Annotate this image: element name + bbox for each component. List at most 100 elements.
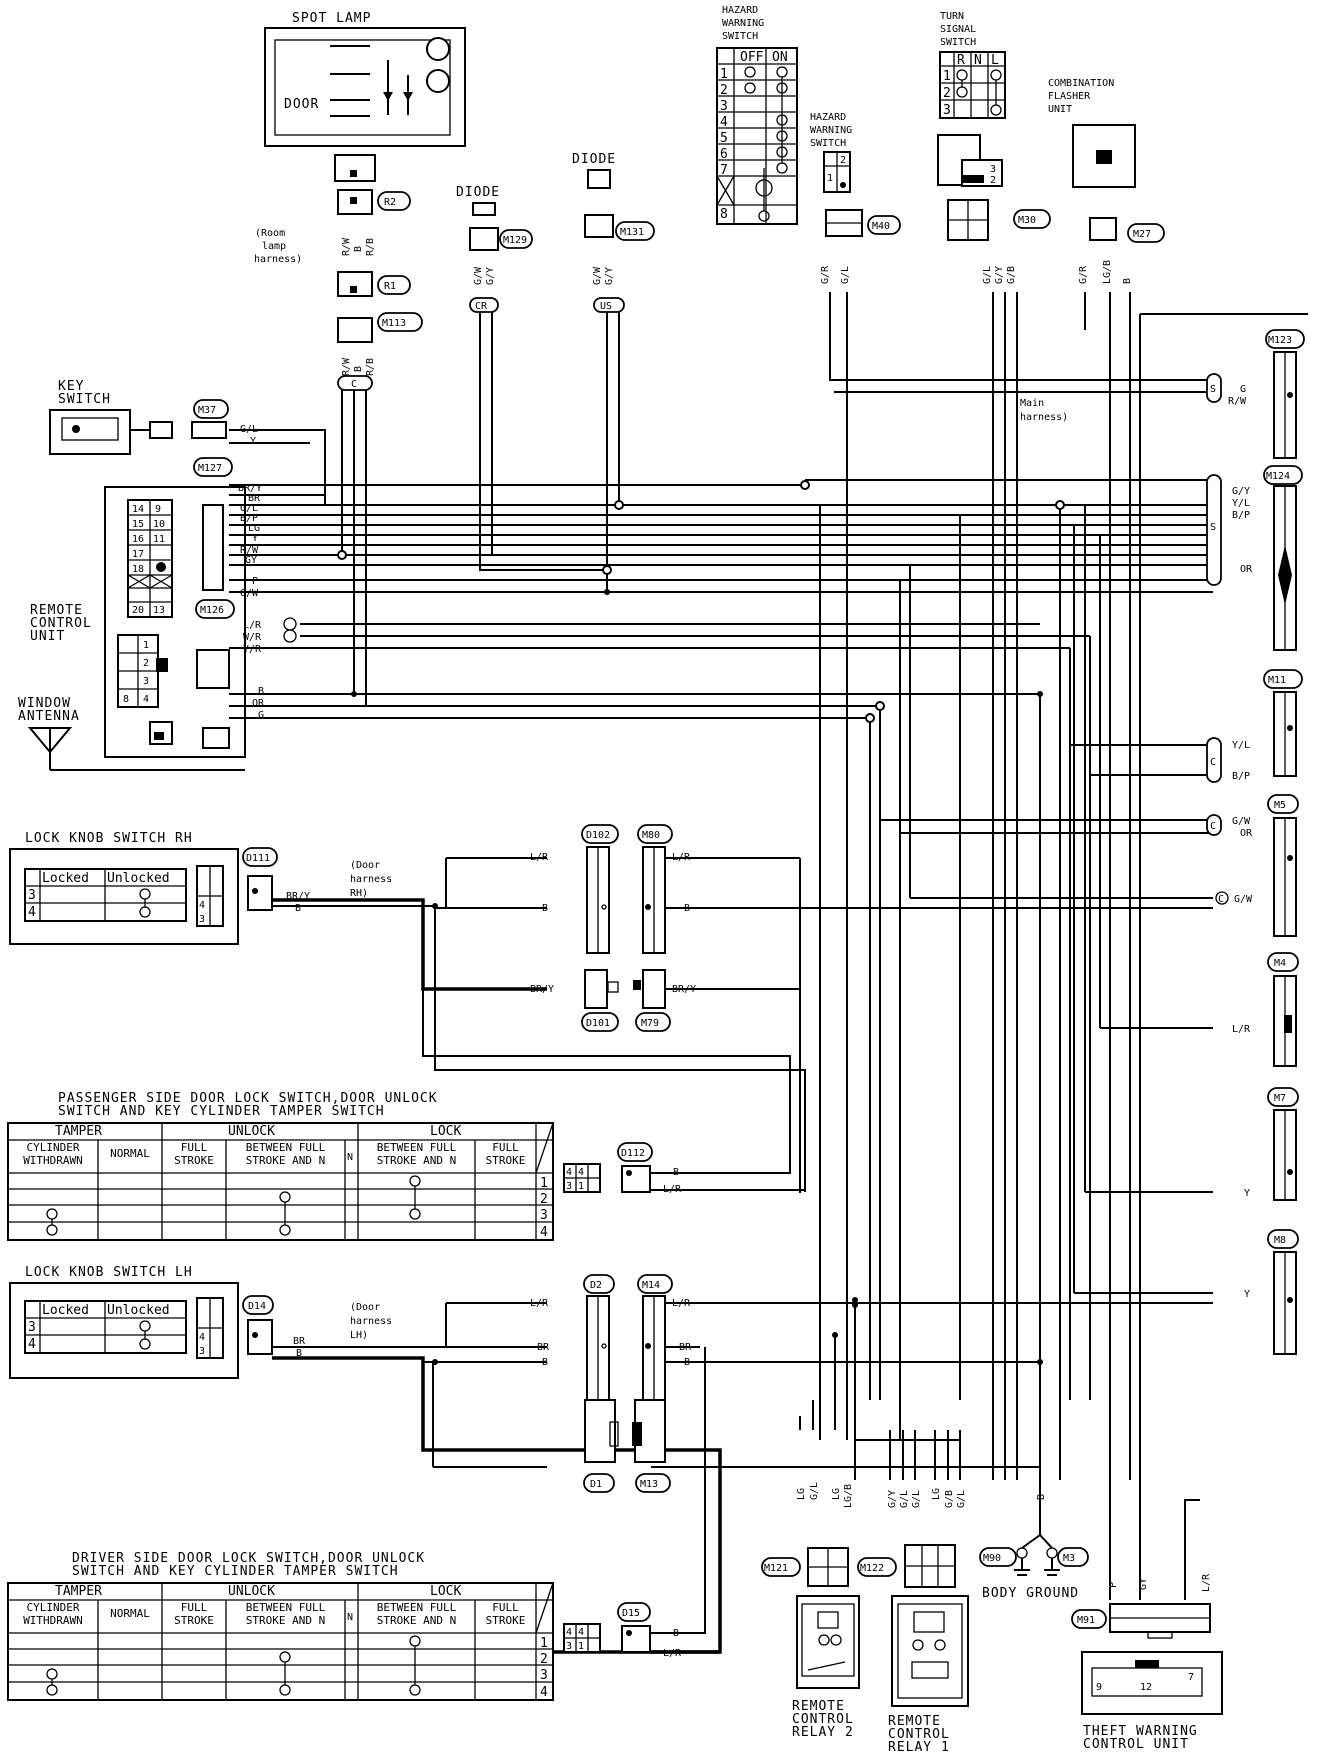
table-subheader: BETWEEN FULL STROKE AND N — [376, 1601, 457, 1627]
connector-d1-label: D1 — [590, 1479, 602, 1490]
junction-label: C — [351, 379, 357, 390]
pin-number: 14 — [132, 504, 144, 515]
bulb-icon — [426, 69, 450, 93]
connector-m7-label: M7 — [1274, 1093, 1286, 1104]
wire-label: G — [258, 710, 264, 721]
pin-number: 4 — [578, 1627, 584, 1638]
connector-m37-label: M37 — [198, 405, 216, 416]
junction-label: C — [1210, 821, 1216, 832]
pin-number: 4 — [199, 900, 205, 911]
connector-m4-label: M4 — [1274, 958, 1286, 969]
theft-warning-control-unit: P GY L/R M91 9 12 7 THEFT WARNING CONTRO… — [1071, 1480, 1223, 1752]
table-header: LOCK — [430, 1124, 461, 1139]
pin-number: 13 — [153, 605, 165, 616]
junction-label: CR — [475, 301, 488, 312]
pin-number: 11 — [153, 534, 165, 545]
table-header: R — [957, 53, 965, 68]
lock-knob-switch-rh: LOCK KNOB SWITCH RH Locked Unlocked 3 4 … — [9, 831, 392, 945]
turn-label: SIGNAL — [940, 24, 976, 35]
wire-label: G/Y — [1232, 486, 1250, 497]
table-header: UNLOCK — [228, 1124, 275, 1139]
table-row-number: 2 — [540, 1652, 548, 1667]
relay-1-label: REMOTE — [888, 1714, 941, 1729]
wire-label: G/L — [240, 503, 258, 514]
connector-m91-label: M91 — [1077, 1615, 1095, 1626]
hazard-label: HAZARD — [810, 112, 846, 123]
connector-m113-label: M113 — [382, 318, 406, 329]
connector-d112-label: D112 — [621, 1148, 645, 1159]
connector-m124-label: M124 — [1266, 471, 1290, 482]
junction-label: US — [600, 301, 612, 312]
pin-number: 2 — [840, 155, 846, 166]
table-subheader: FULL STROKE — [485, 1141, 526, 1167]
wire-label: B/P — [1232, 771, 1250, 782]
harness-label: harness) — [254, 254, 302, 265]
antenna-label: ANTENNA — [18, 709, 80, 724]
wire-label: BR — [537, 1342, 550, 1353]
wire-label: B — [684, 903, 690, 914]
right-connectors: M123 G R/W M124 G/Y Y/L B/P OR M11 Y/L B… — [1228, 329, 1305, 1355]
pin-number: 4 — [566, 1167, 572, 1178]
pin-number: 7 — [1188, 1672, 1194, 1683]
table-header: Unlocked — [107, 1303, 170, 1318]
connector-r1-label: R1 — [384, 281, 396, 292]
wire-label: P — [1108, 1582, 1119, 1588]
table-row-number: 1 — [540, 1636, 548, 1651]
table-header: TAMPER — [55, 1124, 102, 1139]
table-header: L — [991, 53, 999, 68]
harness-label: harness) — [1020, 412, 1068, 423]
lock-knob-switch-lh: LOCK KNOB SWITCH LH Locked Unlocked 3 4 … — [9, 1265, 392, 1379]
driver-title: SWITCH AND KEY CYLINDER TAMPER SWITCH — [72, 1564, 399, 1579]
diode-m131: DIODE M131 G/W G/Y US — [572, 152, 655, 313]
flasher-label: COMBINATION — [1048, 78, 1114, 89]
pin-number: 3 — [566, 1641, 572, 1652]
wire-label: R/W — [341, 237, 352, 256]
harness-label: (Room — [255, 228, 285, 239]
table-row-number: 1 — [720, 67, 728, 82]
table-row-number: 3 — [540, 1668, 548, 1683]
wire-label: G/W — [1234, 894, 1253, 905]
wire-label: B — [353, 366, 364, 372]
wire-label: B/P — [1232, 510, 1250, 521]
table-row-number: 7 — [720, 163, 728, 178]
table-row-number: 3 — [28, 888, 36, 903]
pin-number: 4 — [578, 1167, 584, 1178]
wire-label: G/W — [1232, 816, 1251, 827]
table-row-number: 4 — [28, 1337, 36, 1352]
wire-label: G/R — [1078, 265, 1089, 284]
table-header: Unlocked — [107, 871, 170, 886]
pin-number: 3 — [199, 1346, 205, 1357]
wire-label: G/Y — [994, 266, 1005, 284]
pin-number: 1 — [143, 640, 149, 651]
wire-label: BR — [248, 493, 261, 504]
connector-m30-label: M30 — [1018, 215, 1036, 226]
wire-label: B/P — [240, 513, 258, 524]
wire-label: OR — [252, 698, 265, 709]
table-row-number: 8 — [720, 207, 728, 222]
connector-d102-label: D102 — [586, 830, 610, 841]
connector-m3-label: M3 — [1063, 1553, 1075, 1564]
harness-label: (Main — [1014, 398, 1044, 409]
connector-m14-label: M14 — [642, 1280, 660, 1291]
hazard-label: HAZARD — [722, 5, 758, 16]
table-header: Locked — [42, 1303, 89, 1318]
rcu-label: CONTROL — [30, 616, 92, 631]
wire-label: G/W — [240, 588, 259, 599]
passenger-title: SWITCH AND KEY CYLINDER TAMPER SWITCH — [58, 1104, 385, 1119]
wire-label: Y — [1244, 1188, 1250, 1199]
table-row-number: 3 — [28, 1320, 36, 1335]
wire-label: Y/L — [1232, 740, 1250, 751]
pin-number: 20 — [132, 605, 144, 616]
wire-label: B — [1122, 278, 1133, 284]
wire-label: G/L — [911, 1490, 922, 1508]
wire-label: G/Y — [485, 267, 496, 285]
table-header: ON — [772, 50, 788, 65]
table-subheader: NORMAL — [110, 1607, 150, 1620]
table-subheader: BETWEEN FULL STROKE AND N — [245, 1601, 326, 1627]
passenger-title: PASSENGER SIDE DOOR LOCK SWITCH,DOOR UNL… — [58, 1091, 438, 1106]
wire-label: L/R — [672, 852, 691, 863]
wire-label: BR — [679, 1342, 692, 1353]
diode-label: DIODE — [572, 152, 616, 167]
wire-label: G/B — [1006, 266, 1017, 284]
